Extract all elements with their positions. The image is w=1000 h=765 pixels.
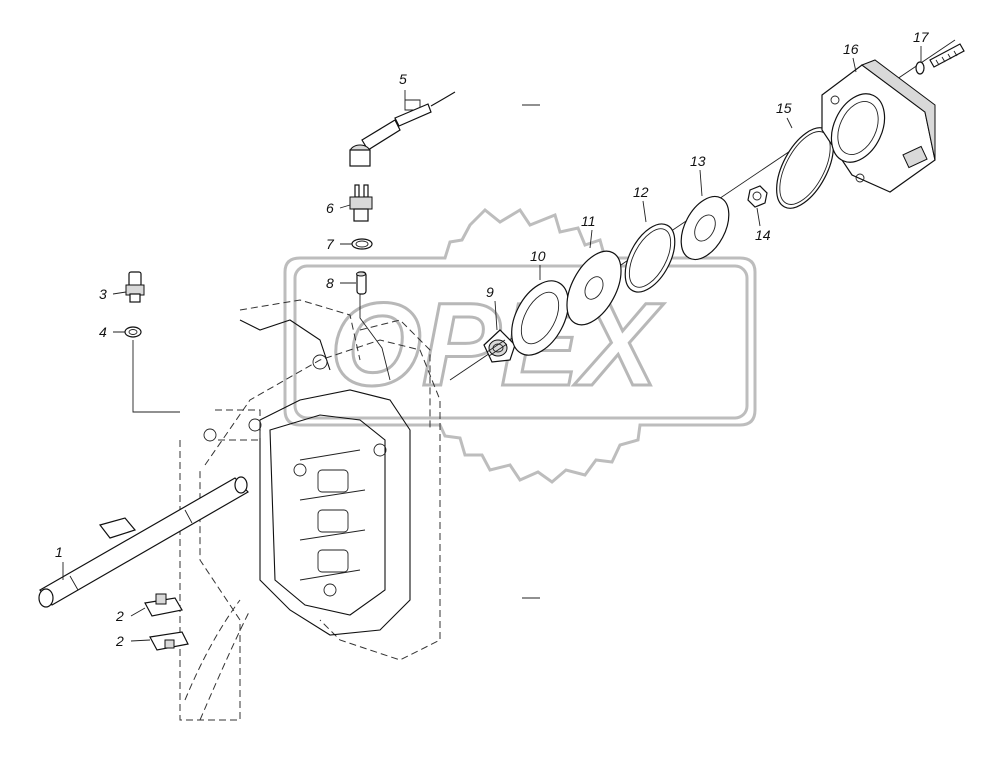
callout-7: 7 (326, 236, 335, 252)
part-13-washer (680, 195, 730, 261)
callout-2-lower: 2 (115, 633, 124, 649)
part-3-plug (125, 271, 145, 303)
part-8-pin (356, 271, 367, 295)
part-17-bolt (915, 43, 965, 75)
part-1-shift-shaft (38, 476, 249, 608)
callout-6: 6 (326, 200, 334, 216)
part-14-nut (747, 185, 768, 208)
callout-11: 11 (581, 213, 596, 229)
callout-17: 17 (913, 29, 930, 45)
callout-13: 13 (690, 153, 706, 169)
callout-1: 1 (55, 544, 63, 560)
transmission-housing (179, 299, 441, 721)
part-5-connector (349, 91, 456, 167)
callout-5: 5 (399, 71, 407, 87)
part-11-disc (566, 250, 622, 326)
registration-marks (522, 104, 540, 599)
callout-9: 9 (486, 284, 494, 300)
callout-14: 14 (755, 227, 771, 243)
part-2-guide-lower (149, 631, 189, 651)
callout-15: 15 (776, 100, 792, 116)
callout-16: 16 (843, 41, 859, 57)
callout-10: 10 (530, 248, 546, 264)
part-4-washer (124, 326, 142, 338)
part-12-o-ring (624, 223, 676, 293)
part-10-seal (511, 280, 569, 356)
part-6-sensor (349, 184, 373, 222)
callout-leaders (62, 46, 922, 642)
callout-12: 12 (633, 184, 649, 200)
callout-3: 3 (99, 286, 107, 302)
part-2-guide-upper (144, 593, 183, 617)
part-7-o-ring (351, 238, 373, 250)
callouts: 1 2 2 3 4 5 6 7 8 9 10 11 12 13 14 15 16… (55, 29, 930, 649)
callout-8: 8 (326, 275, 334, 291)
part-9-fitting (483, 329, 516, 363)
callout-2-upper: 2 (115, 608, 124, 624)
callout-4: 4 (99, 324, 107, 340)
part-16-cover (821, 59, 936, 193)
